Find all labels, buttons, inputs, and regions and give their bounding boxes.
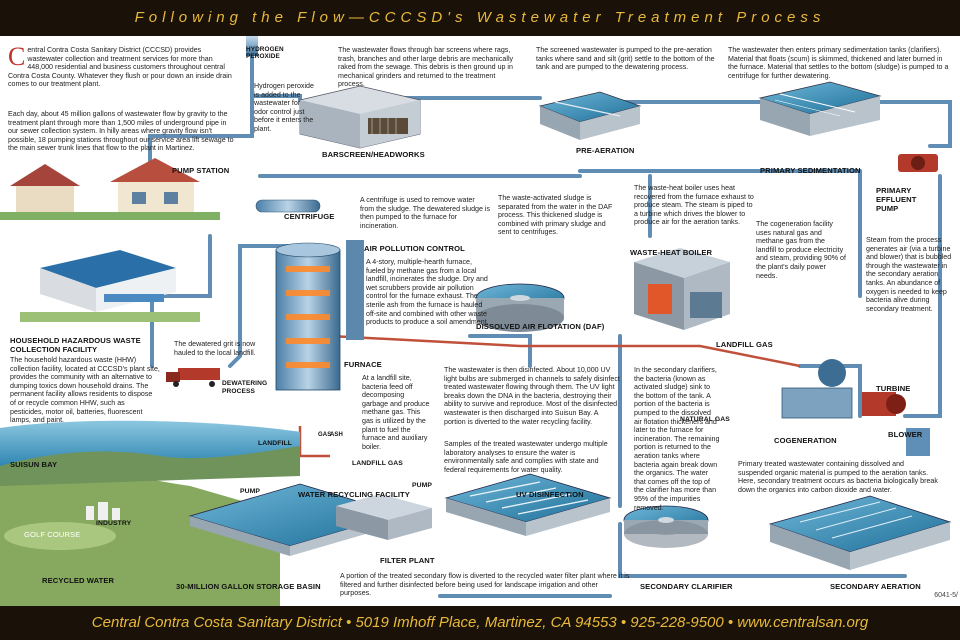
label-primary-effluent-pump: PRIMARY EFFLUENT PUMP <box>876 186 917 213</box>
hydrogen-peroxide-tank <box>246 36 258 56</box>
label-water-recycling: WATER RECYCLING FACILITY <box>298 490 410 499</box>
text-grit: The dewatered grit is now hauled to the … <box>174 340 256 357</box>
document-code: 6041-5/ <box>934 592 958 599</box>
waste-heat-boiler <box>634 248 730 330</box>
hhw-facility-building <box>20 250 200 322</box>
text-waste-heat-boiler: The waste-heat boiler uses heat recovere… <box>634 184 754 227</box>
label-pump-mid: PUMP <box>412 482 433 489</box>
footer-contact: Central Contra Costa Sanitary District •… <box>91 614 869 631</box>
label-pre-aeration: PRE-AERATION <box>576 146 635 155</box>
label-landfill-gas-top: LANDFILL GAS <box>716 340 773 349</box>
label-golf-course: GOLF COURSE <box>24 530 81 539</box>
label-industry: INDUSTRY <box>96 520 132 527</box>
page-title: Following the Flow—CCCSD's Wastewater Tr… <box>134 9 826 26</box>
label-recycled-water: RECYCLED WATER <box>42 576 115 585</box>
primary-effluent-pump <box>898 154 938 172</box>
text-furnace: A 4-story, multiple-hearth furnace, fuel… <box>366 258 489 327</box>
footer-banner <box>0 606 960 640</box>
intro-text-1: entral Contra Costa Sanitary District (C… <box>8 46 232 89</box>
text-cogeneration: The cogeneration facility uses natural g… <box>756 220 846 280</box>
intro-dropcap: C <box>8 42 26 71</box>
primary-sedimentation-tanks <box>758 81 882 136</box>
label-natural-gas: NATURAL GAS <box>680 416 730 423</box>
label-filter-plant: FILTER PLANT <box>380 556 435 565</box>
label-hydrogen-peroxide: HYDROGEN PEROXIDE <box>246 46 284 60</box>
text-pre-aeration: The screened wastewater is pumped to the… <box>536 46 715 72</box>
uv-disinfection-channels <box>444 473 612 536</box>
pre-aeration-tank <box>538 91 642 140</box>
label-gas-tag: GAS <box>318 432 332 438</box>
process-illustration <box>0 36 952 606</box>
label-primary-sedimentation: PRIMARY SEDIMENTATION <box>760 166 861 175</box>
text-secondary-clarifier: In the secondary clarifiers, the bacteri… <box>634 366 720 512</box>
text-uv-p1: The wastewater is then disinfected. Abou… <box>444 366 620 426</box>
text-secondary-aeration: Primary treated wastewater containing di… <box>738 460 938 494</box>
text-primary-sedimentation: The wastewater then enters primary sedim… <box>728 46 949 80</box>
text-steam: Steam from the process generates air (vi… <box>866 236 952 313</box>
filter-plant <box>336 494 432 540</box>
label-furnace: FURNACE <box>344 360 382 369</box>
label-landfill-gas-mid: LANDFILL GAS <box>352 460 403 467</box>
label-daf: DISSOLVED AIR FLOTATION (DAF) <box>476 322 605 331</box>
label-centrifuge: CENTRIFUGE <box>284 212 335 221</box>
multiple-hearth-furnace <box>275 240 364 391</box>
label-pump-station: PUMP STATION <box>172 166 230 175</box>
text-barscreen: The wastewater flows through bar screens… <box>338 46 514 89</box>
label-cogeneration: COGENERATION <box>774 436 837 445</box>
text-daf: The waste-activated sludge is separated … <box>498 194 613 237</box>
label-suisun-bay: SUISUN BAY <box>10 460 58 469</box>
secondary-clarifier <box>623 505 709 548</box>
text-centrifuge: A centrifuge is used to remove water fro… <box>360 196 490 230</box>
text-recycled: A portion of the treated secondary flow … <box>340 572 630 598</box>
header-banner <box>0 0 960 36</box>
label-secondary-aeration: SECONDARY AERATION <box>830 582 921 591</box>
label-pump-left: PUMP <box>240 488 261 495</box>
label-secondary-clarifier: SECONDARY CLARIFIER <box>640 582 733 591</box>
label-storage-basin: 30-MILLION GALLON STORAGE BASIN <box>176 582 321 591</box>
dewatering-truck <box>166 368 220 387</box>
label-dewatering: DEWATERING PROCESS <box>222 380 268 395</box>
pump-station-houses <box>0 158 220 220</box>
label-ash-tag: ASH <box>330 432 343 438</box>
text-landfill: At a landfill site, bacteria feed off de… <box>362 374 430 451</box>
text-hydrogen-peroxide: Hydrogen peroxide is added to the wastew… <box>254 82 314 133</box>
text-uv-p2: Samples of the treated wastewater underg… <box>444 440 608 474</box>
barscreen-building <box>299 85 421 149</box>
label-blower: BLOWER <box>888 430 923 439</box>
intro-paragraph-2: Each day, about 45 million gallons of wa… <box>8 110 234 153</box>
cogeneration-equipment <box>781 359 930 456</box>
label-landfill: LANDFILL <box>258 440 293 447</box>
bay-landscape <box>0 420 300 606</box>
label-air-pollution-control: AIR POLLUTION CONTROL <box>364 244 465 253</box>
secondary-aeration-tanks <box>768 495 952 570</box>
label-hhw-facility: HOUSEHOLD HAZARDOUS WASTE COLLECTION FAC… <box>10 336 141 354</box>
label-waste-heat-boiler: WASTE-HEAT BOILER <box>630 248 713 257</box>
daf-tank <box>475 283 565 332</box>
label-turbine: TURBINE <box>876 384 911 393</box>
centrifuge <box>255 199 321 213</box>
label-barscreen: BARSCREEN/HEADWORKS <box>322 150 425 159</box>
text-hhw: The household hazardous waste (HHW) coll… <box>10 356 160 425</box>
label-uv-disinfection: UV DISINFECTION <box>516 490 584 499</box>
